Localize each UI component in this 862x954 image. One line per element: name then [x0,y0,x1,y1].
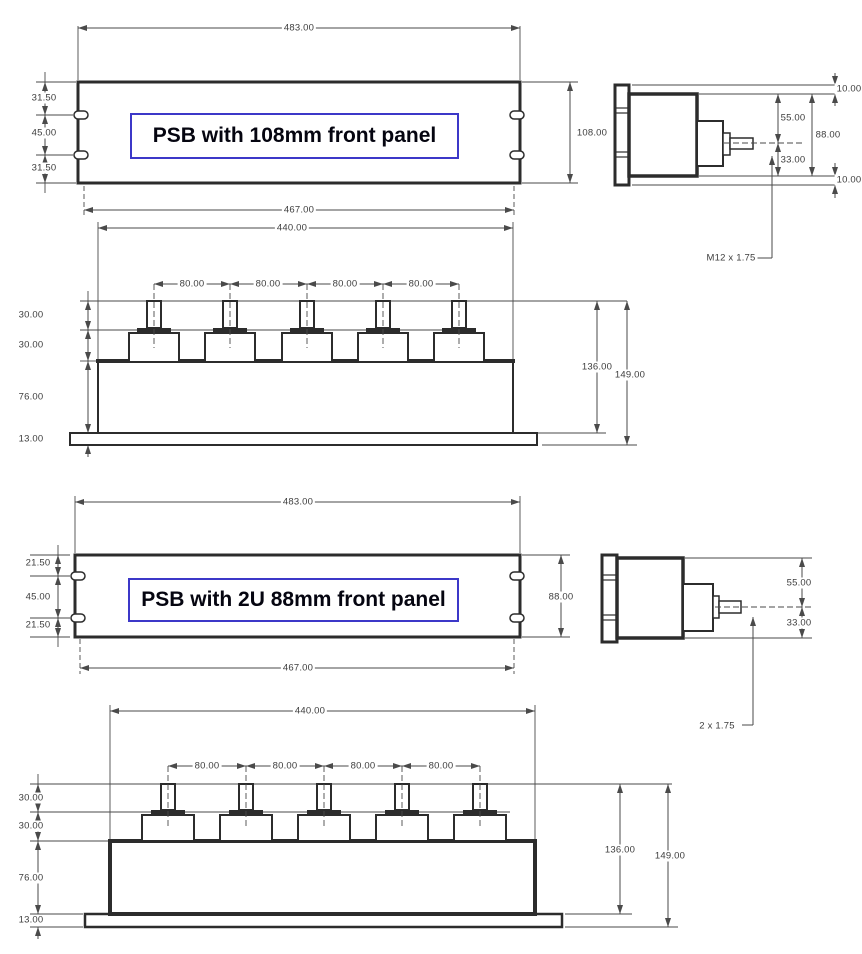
dim-inner-height-108: 136.00 [579,361,615,373]
title-psb-88: PSB with 2U 88mm front panel [128,578,459,622]
dim-width-top-88: 483.00 [280,496,316,508]
dim-pitch4-88: 80.00 [426,760,456,772]
dim-left-mid-108: 45.00 [29,127,59,139]
dim-chassis-height-108: 76.00 [16,391,46,403]
dim-left-mid-88: 45.00 [23,591,53,603]
dim-side-upper-108: 55.00 [778,112,808,124]
dim-total-height-108: 149.00 [612,369,648,381]
dim-body-width-108: 440.00 [274,222,310,234]
dim-insulator-height-88: 30.00 [16,820,46,832]
title-psb-108-label: PSB with 108mm front panel [152,124,437,147]
dim-insulator-height-108: 30.00 [16,339,46,351]
dim-base-height-108: 13.00 [16,433,46,445]
dim-body-width-88: 440.00 [292,705,328,717]
dim-left-top-88: 21.50 [23,557,53,569]
dim-panel-height-88: 88.00 [546,591,576,603]
side-view-108 [613,73,846,259]
dim-pitch3-108: 80.00 [330,278,360,290]
dim-pitch1-88: 80.00 [192,760,222,772]
dim-total-height-88: 149.00 [652,850,688,862]
body-view-88-dims [30,705,678,939]
title-psb-88-label: PSB with 2U 88mm front panel [141,588,446,611]
dim-left-top-108: 31.50 [29,92,59,104]
dim-width-top-108: 483.00 [281,22,317,34]
dim-width-bottom-108: 467.00 [281,204,317,216]
dim-side-lower-108: 33.00 [778,154,808,166]
dim-side-upper-88: 55.00 [784,577,814,589]
dim-side-topgap-108: 10.00 [834,83,862,95]
dim-width-bottom-88: 467.00 [280,662,316,674]
dim-side-lower-88: 33.00 [784,617,814,629]
body-view-108 [69,283,538,446]
dim-pitch4-108: 80.00 [406,278,436,290]
dim-stud-height-88: 30.00 [16,792,46,804]
dim-pitch1-108: 80.00 [177,278,207,290]
dim-side-total-108: 88.00 [813,129,843,141]
side-view-88 [600,553,812,726]
dim-left-bot-88: 21.50 [23,619,53,631]
dim-inner-height-88: 136.00 [602,844,638,856]
dim-base-height-88: 13.00 [16,914,46,926]
dim-pitch2-88: 80.00 [270,760,300,772]
title-psb-108: PSB with 108mm front panel [130,113,459,159]
dim-panel-height-108: 108.00 [574,127,610,139]
thread-callout-108: M12 x 1.75 [704,252,758,264]
dim-pitch3-88: 80.00 [348,760,378,772]
dim-side-botgap-108: 10.00 [834,174,862,186]
dim-left-bot-108: 31.50 [29,162,59,174]
body-view-88 [83,765,564,929]
thread-callout-88: 2 x 1.75 [697,720,737,732]
dim-chassis-height-88: 76.00 [16,872,46,884]
dim-stud-height-108: 30.00 [16,309,46,321]
dim-pitch2-108: 80.00 [253,278,283,290]
